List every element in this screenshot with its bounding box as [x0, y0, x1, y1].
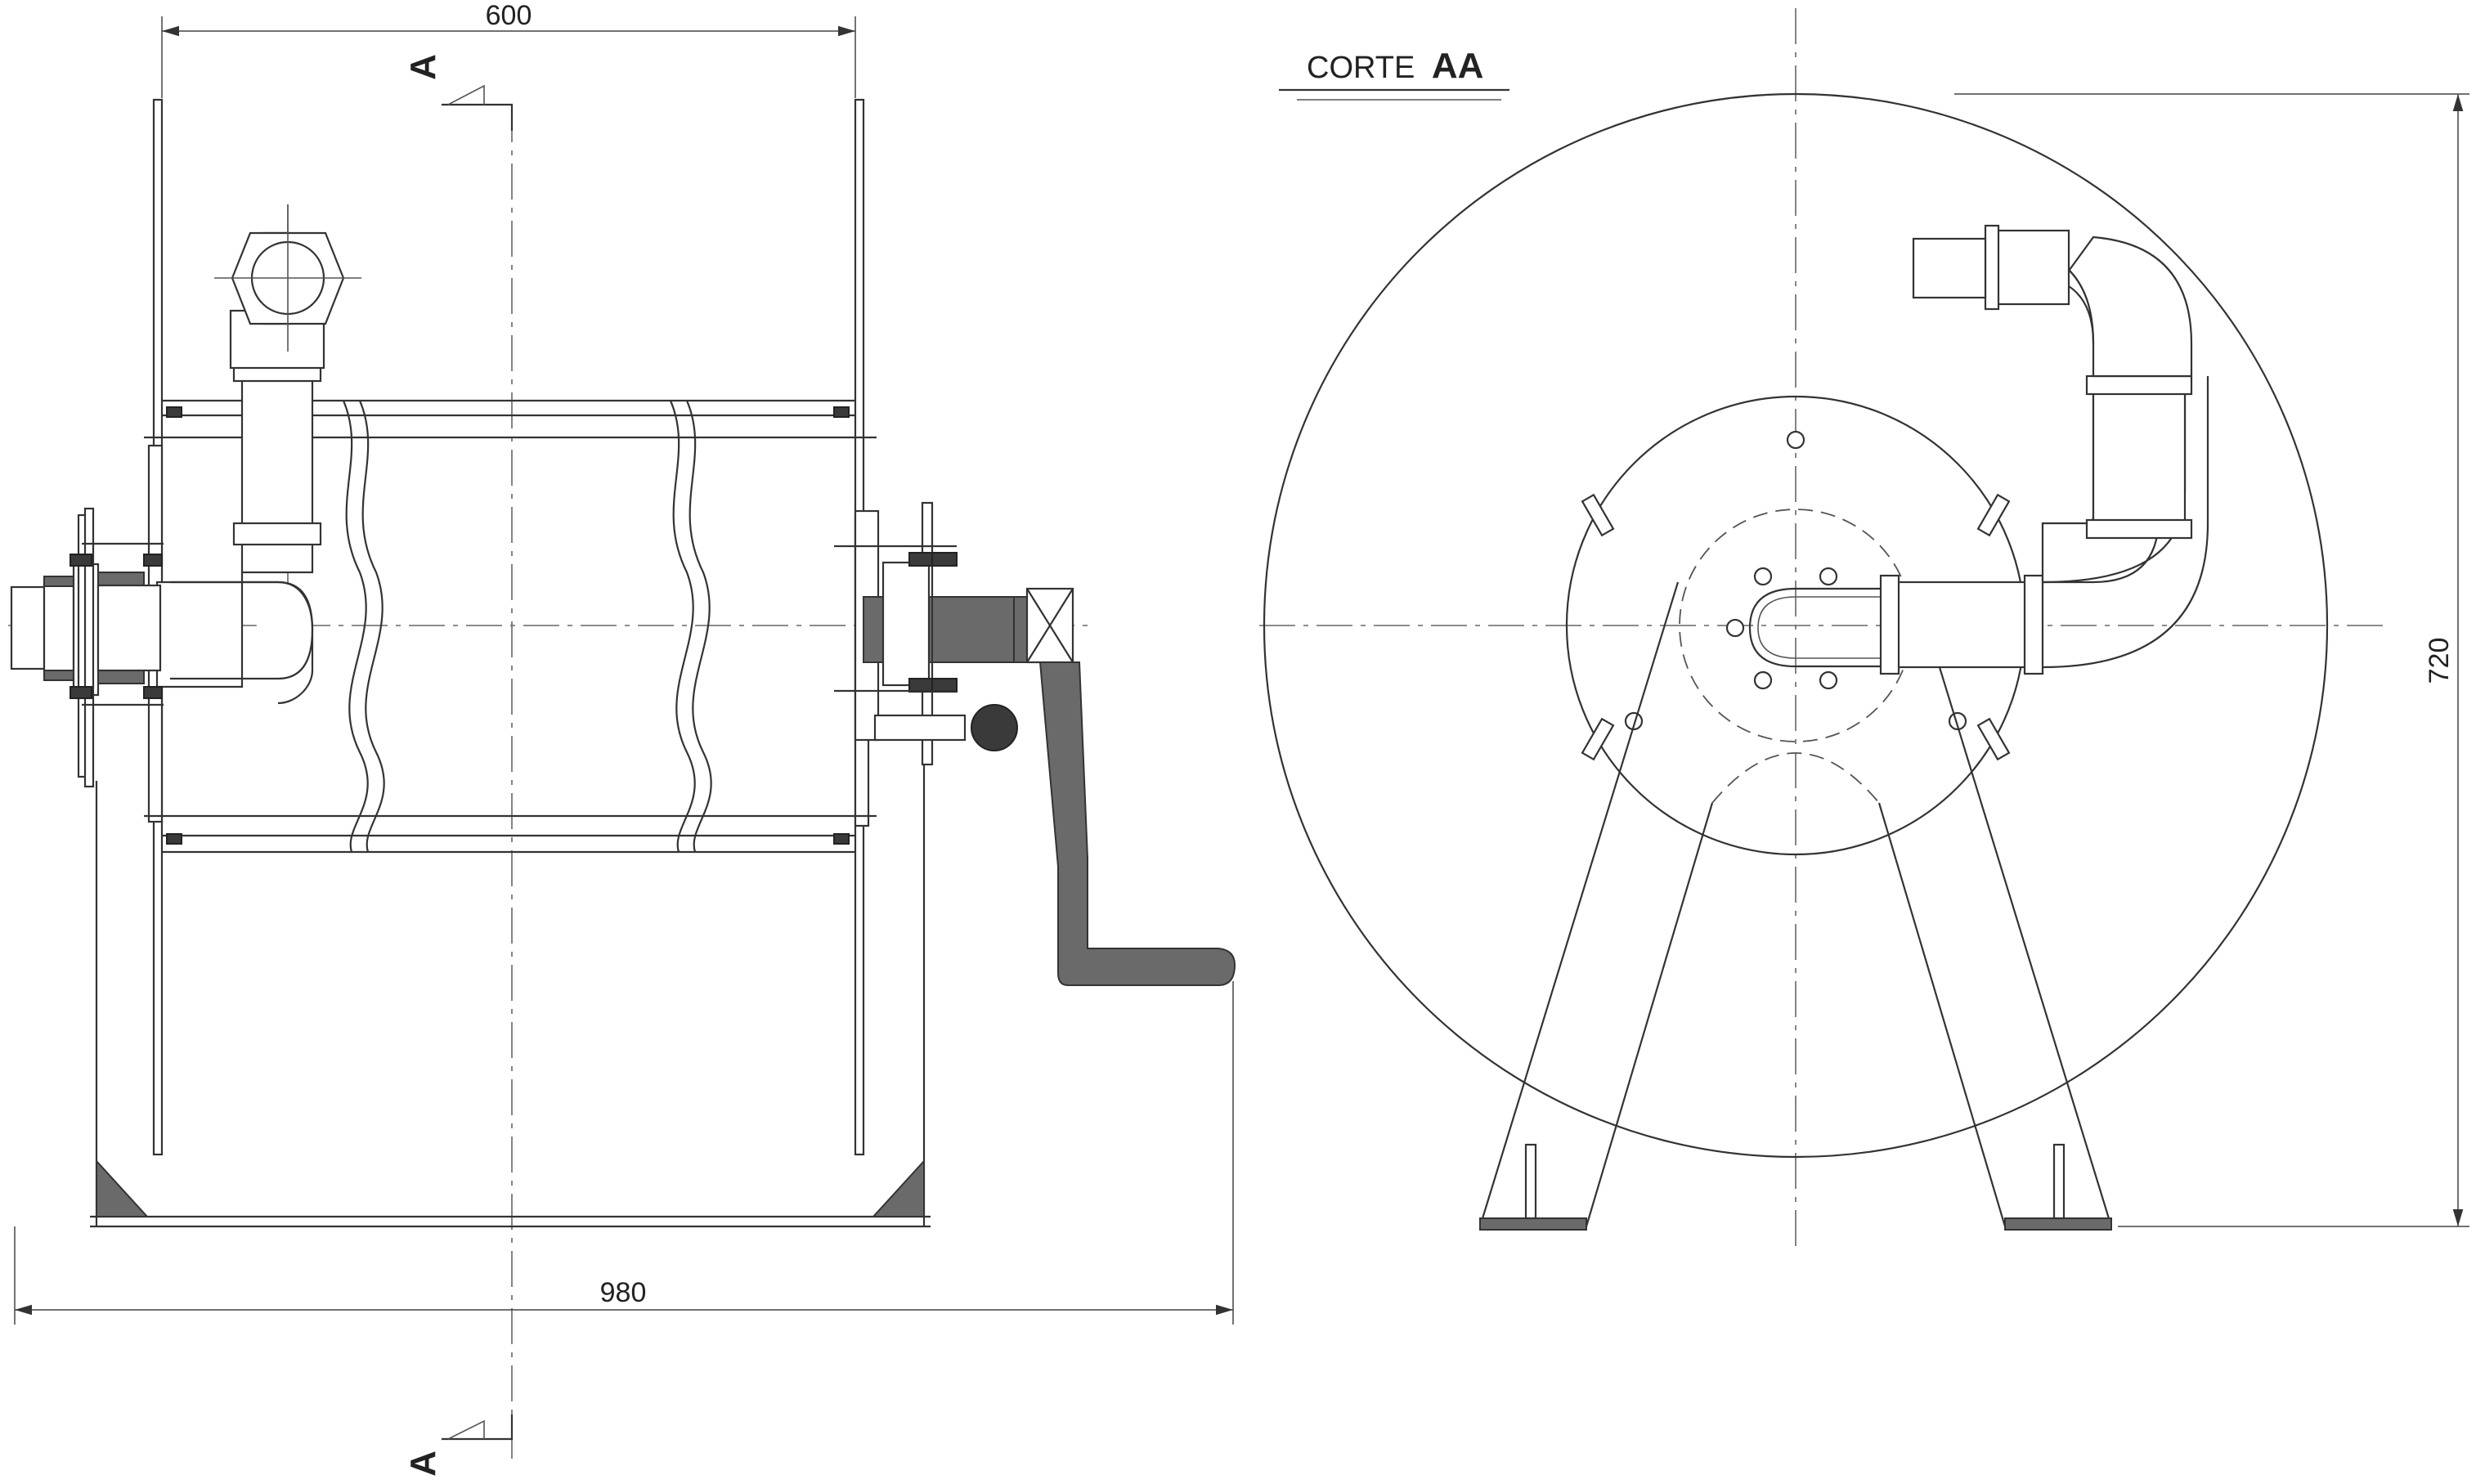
outer-flange — [1263, 92, 2329, 1159]
brake-knob — [971, 704, 1018, 751]
section-title-prefix: CORTE — [1307, 51, 1415, 85]
dimension-600-label: 600 — [486, 0, 532, 31]
outlet-pipe — [1879, 224, 2209, 675]
crank-handle — [1025, 587, 1236, 986]
section-title: CORTE AA — [1279, 46, 1509, 101]
a-frame-stand — [1478, 581, 2113, 1231]
dimension-980-label: 980 — [600, 1277, 647, 1308]
base-frame — [90, 764, 931, 1228]
dimension-720: 720 — [1954, 93, 2469, 1227]
rotary-joint-left — [10, 507, 164, 788]
section-arrow-bottom: A — [403, 1415, 514, 1477]
front-view: A A 600 980 — [8, 0, 1236, 1477]
section-arrow-top: A — [403, 54, 514, 131]
svg-text:CORTE AA: CORTE AA — [1307, 46, 1483, 86]
hub-slots — [1581, 493, 2011, 761]
section-title-id: AA — [1432, 46, 1484, 86]
section-view-aa: CORTE AA — [1259, 8, 2469, 1251]
section-marker-bottom: A — [403, 1450, 443, 1477]
right-bearing — [834, 501, 1028, 766]
hub-bolts — [1624, 430, 1967, 731]
hub-inlet — [1748, 587, 1897, 668]
section-marker-top: A — [403, 54, 443, 80]
riser-pipe — [155, 204, 361, 705]
dimension-980: 980 — [14, 981, 1234, 1325]
dimension-600: 600 — [161, 0, 856, 98]
dimension-720-label: 720 — [2424, 638, 2455, 684]
